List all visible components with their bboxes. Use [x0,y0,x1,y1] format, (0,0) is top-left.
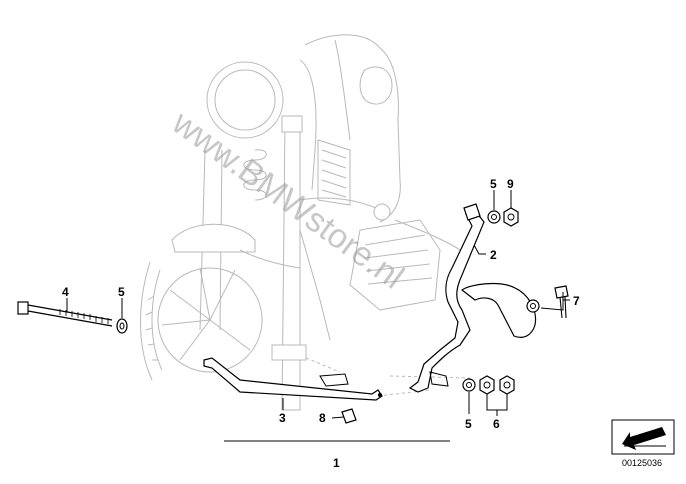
motorcycle-background [140,34,471,411]
callout-6: 6 [493,417,500,431]
callout-1: 1 [333,456,340,470]
callout-2: 2 [490,248,497,262]
direction-badge [611,419,675,455]
callout-8: 8 [319,411,326,425]
arrow-direction-icon [622,427,666,450]
washer-part-5-top [487,210,501,224]
screw-part-7 [526,285,569,319]
callout-5-bottom: 5 [465,417,472,431]
protection-bar-part-2 [408,203,537,393]
clip-part-8 [341,408,357,424]
nut-part-9 [503,207,519,227]
callout-9: 9 [507,177,514,191]
part-number: 00125036 [622,458,662,468]
washer-part-5-left [116,318,128,334]
callout-5-top: 5 [490,177,497,191]
lower-crossbar-part-3 [203,357,383,401]
washer-part-5-bottom [462,378,476,392]
callout-5-left: 5 [118,285,125,299]
callout-7: 7 [573,294,580,308]
callout-labels: 4 5 5 9 2 7 3 8 5 6 1 [62,177,580,470]
nuts-part-6 [479,375,515,395]
long-bolt-part-4 [17,301,113,327]
callout-3: 3 [279,411,286,425]
callout-4: 4 [62,285,69,299]
leader-lines [66,190,570,442]
